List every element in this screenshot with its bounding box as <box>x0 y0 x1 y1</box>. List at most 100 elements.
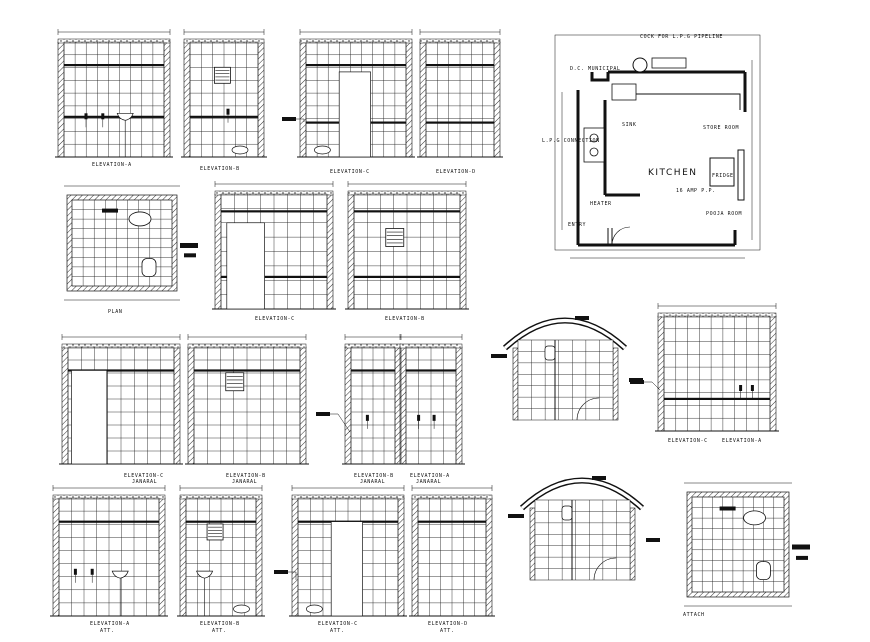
wall-left <box>399 346 407 465</box>
wall-right <box>299 346 307 465</box>
callout-tag <box>508 514 524 518</box>
elevation-d-row1 <box>417 29 503 158</box>
label-attach: ATTACH <box>683 612 705 618</box>
callout-tag <box>592 476 606 480</box>
elevation-c-att <box>274 485 407 617</box>
door-opening <box>338 71 371 158</box>
plan-floor <box>534 499 631 581</box>
elevation-b-att <box>177 485 265 617</box>
label-row3-janaral-1: JANARAL <box>132 479 157 485</box>
elevation-c-a-right <box>630 303 779 432</box>
border-tile-band <box>351 369 395 372</box>
wc-top-view <box>141 258 157 277</box>
wall-left <box>657 315 665 432</box>
callout-tag <box>796 555 808 560</box>
plan-views <box>64 185 810 607</box>
wc-pan <box>233 604 250 614</box>
arched-bathroom-plan <box>491 316 643 421</box>
wall-right <box>769 315 777 432</box>
label-row3-elev-e: ELEVATION-B <box>354 473 394 479</box>
dimension-frame <box>554 34 761 251</box>
border-tile-band <box>64 115 164 118</box>
wall-left <box>52 497 60 617</box>
tile-grid <box>426 42 494 157</box>
elevation-d-att <box>409 485 495 617</box>
border-tile-band <box>306 64 406 67</box>
border-tile-band <box>221 210 327 213</box>
pooja-niche <box>737 149 745 201</box>
elevation-b-janaral-2 <box>316 334 404 465</box>
label-row4-att-2: ATT. <box>212 628 226 634</box>
tap-fixture <box>739 385 743 391</box>
label-row4-elev-c: ELEVATION-C <box>318 621 358 627</box>
tap-fixture <box>417 414 421 421</box>
door-swing <box>611 226 631 246</box>
wall-right <box>459 193 467 310</box>
label-lpg: L.P.G CONNECTION <box>542 138 600 144</box>
arched-bathroom-plan-2 <box>508 476 660 581</box>
label-row3-elev-a: ELEVATION-A <box>410 473 450 479</box>
callout-leader <box>330 413 351 433</box>
wall-right <box>493 41 501 158</box>
border-tile-band <box>664 397 770 400</box>
tap-fixture <box>226 108 230 115</box>
plan-floor <box>517 339 614 421</box>
wc-top-view <box>561 505 573 521</box>
elevation-c-row2 <box>212 181 336 310</box>
label-row2-plan: PLAN <box>108 309 122 315</box>
plan-wall <box>529 507 536 581</box>
border-tile-band <box>354 210 460 213</box>
kitchen-plan <box>554 34 761 259</box>
callout-leader <box>288 571 297 580</box>
ventilator-window <box>225 372 245 392</box>
kitchen-wall <box>590 72 610 82</box>
callout-tag <box>575 316 589 320</box>
wall-right <box>397 497 405 617</box>
border-tile-band <box>354 275 460 278</box>
door-swing <box>593 557 617 581</box>
label-amp: 16 AMP P.P. <box>676 188 716 194</box>
fixture-tag <box>102 208 118 213</box>
wall-right <box>326 193 334 310</box>
plan-floor <box>71 199 173 287</box>
wall-right <box>163 41 171 158</box>
tap-fixture <box>365 414 369 421</box>
label-entry: ENTRY <box>568 222 586 228</box>
label-row3-janaral-2: JANARAL <box>232 479 257 485</box>
tile-grid <box>354 194 460 309</box>
callout-tag <box>646 538 660 542</box>
sink <box>611 83 637 101</box>
plan-wall <box>612 347 619 421</box>
label-row1-elev-c: ELEVATION-C <box>330 169 370 175</box>
wall-left <box>347 193 355 310</box>
elevation-b-row2 <box>345 181 469 310</box>
tap-fixture <box>73 568 77 575</box>
wc-top-view <box>756 561 771 580</box>
label-row1-elev-b: ELEVATION-B <box>200 166 240 172</box>
tap-fixture <box>101 113 105 120</box>
tile-grid <box>194 347 300 464</box>
label-municipal: D.C. MUNICIPAL <box>570 66 621 72</box>
tap-fixture <box>432 414 436 421</box>
border-tile-band <box>221 275 327 278</box>
view-labels: ELEVATION-A ELEVATION-B ELEVATION-C ELEV… <box>90 34 761 634</box>
callout-leader <box>296 118 305 122</box>
tile-area <box>663 315 771 432</box>
tile-grid <box>59 498 159 616</box>
tile-grid <box>406 347 456 464</box>
label-row4-att-1: ATT. <box>100 628 114 634</box>
wc-pan <box>306 604 323 614</box>
label-row2-elev-b: ELEVATION-B <box>385 316 425 322</box>
door-opening <box>330 521 363 617</box>
elevation-b-janaral <box>185 334 309 465</box>
tap-fixture <box>90 568 94 575</box>
ventilator-window <box>385 228 405 247</box>
wc-pan <box>314 145 331 155</box>
label-row3-elev-c: ELEVATION-C <box>124 473 164 479</box>
elevation-a-row1 <box>55 29 173 158</box>
callout-tag <box>792 544 810 550</box>
label-row4-elev-b: ELEVATION-B <box>200 621 240 627</box>
wall-left <box>183 41 191 158</box>
tap-fixture <box>750 385 754 391</box>
door-opening <box>71 370 108 465</box>
